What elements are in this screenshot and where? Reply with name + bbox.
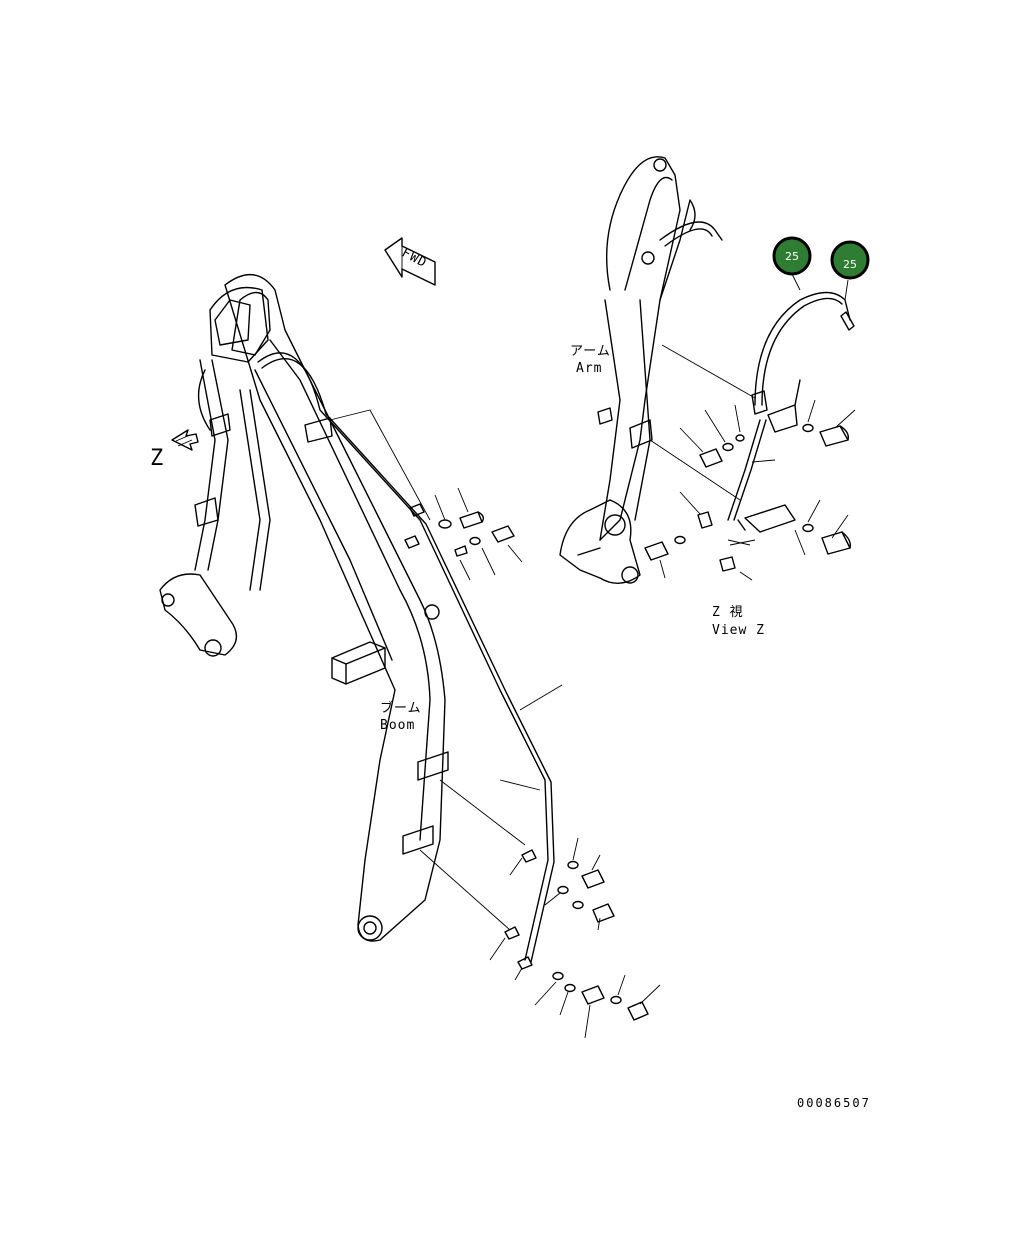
fwd-label: FWD [399,246,429,272]
drawing-number: 00086507 [797,1096,871,1110]
arm-label-en: Arm [576,361,602,376]
view-z-label-en: View Z [712,623,765,638]
view-z-label-jp: Z 視 [712,605,744,620]
boom-label-en: Boom [380,718,415,733]
arm-label-jp: アーム [570,344,611,359]
view-direction-arrow-icon [171,429,199,451]
fwd-arrow-icon: FWD [384,237,436,286]
view-z-detail [644,269,856,581]
boom-leader-lines [329,409,563,931]
arm-assembly [559,156,723,584]
callout-number: 25 [785,250,799,263]
boom-hardware-upper [404,487,523,581]
boom-label-jp: ブーム [380,700,422,716]
callout-25-a[interactable]: 25 [772,236,812,276]
boom-assembly [159,273,555,963]
callout-number: 25 [843,258,857,271]
z-view-marker: Z [150,429,199,471]
callout-circle [830,240,870,280]
callout-circle [772,236,812,276]
z-marker-label: Z [150,446,164,471]
callout-25-b[interactable]: 25 [830,240,870,280]
boom-hardware-lower [489,837,661,1039]
